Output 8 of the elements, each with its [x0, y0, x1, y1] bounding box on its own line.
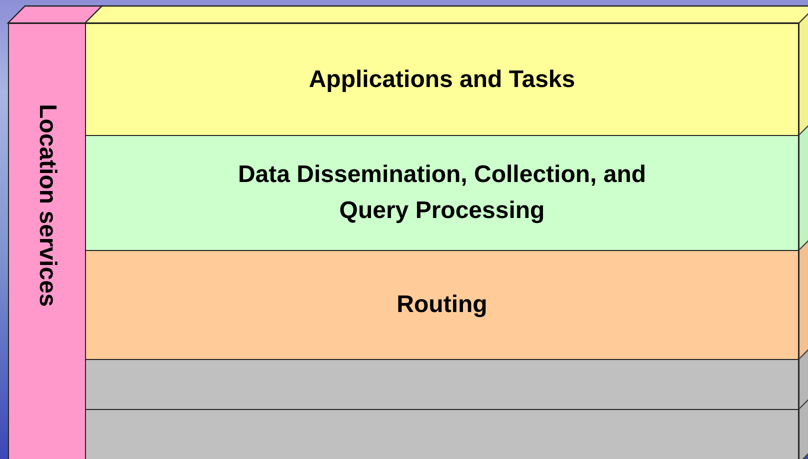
- layer-band: [85, 409, 799, 459]
- layer-label: Applications and Tasks: [308, 64, 576, 94]
- column-label: Location services: [33, 104, 61, 307]
- layer-band: [85, 359, 799, 410]
- layer-label: Routing: [396, 290, 488, 320]
- layer-band: [85, 135, 799, 251]
- layer-band: [85, 250, 799, 360]
- layer-label: Data Dissemination, Collection, and Query Processing: [236, 160, 648, 226]
